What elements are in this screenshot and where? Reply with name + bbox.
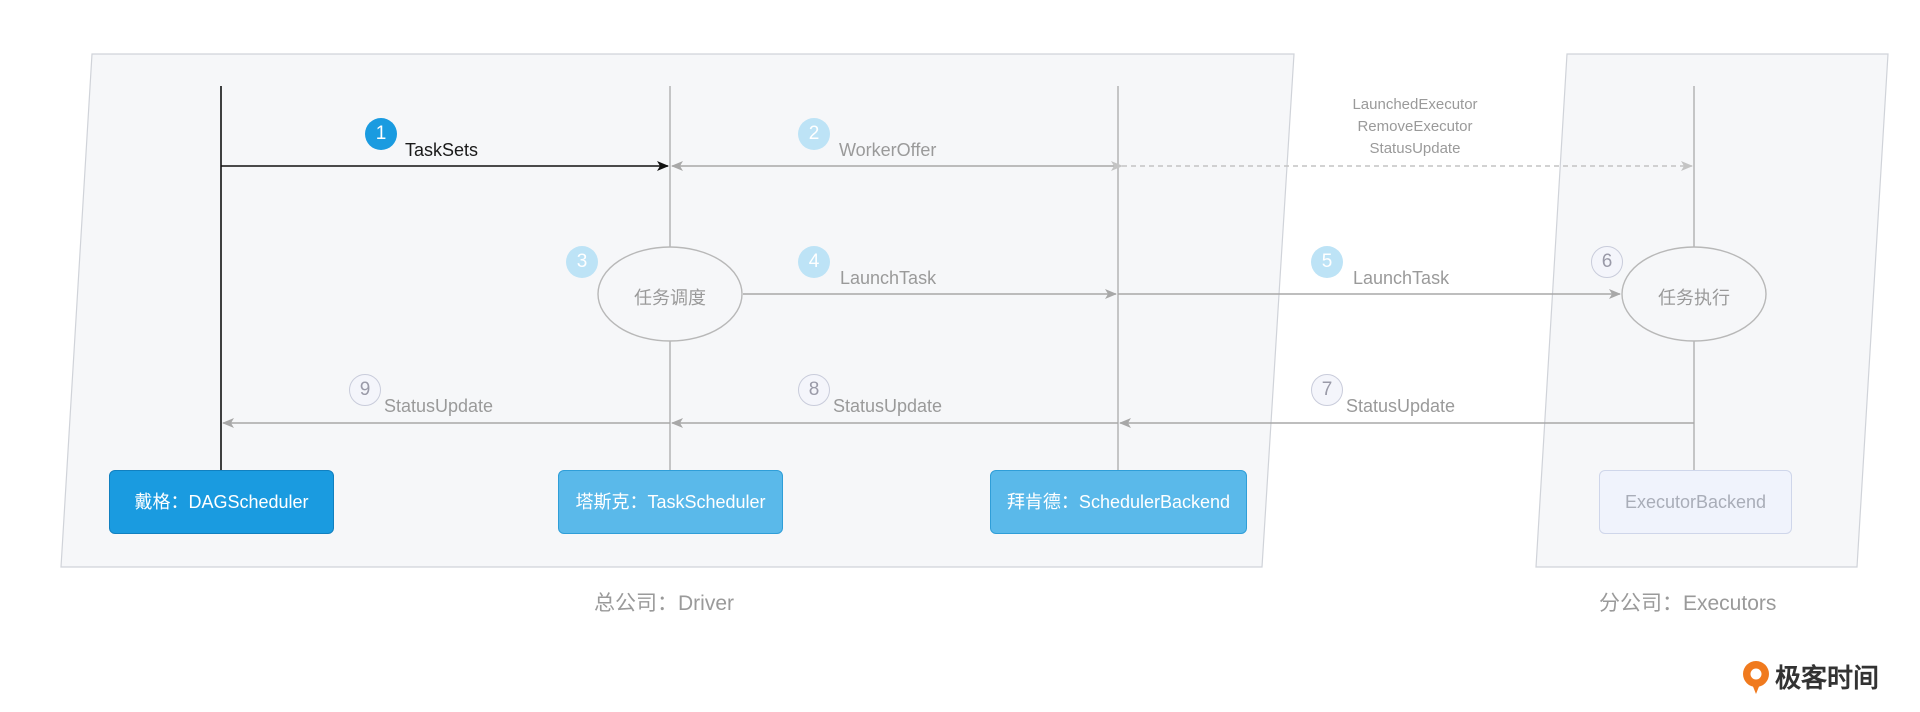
step-badge-2: 2: [798, 118, 830, 150]
status-update-label-a: StatusUpdate: [384, 396, 494, 416]
launched-executor-label: LaunchedExecutor: [1352, 96, 1478, 113]
geektime-logo-icon: [1743, 661, 1769, 694]
tasksets-label: TaskSets: [405, 140, 479, 160]
step-badge-3: 3: [566, 246, 598, 278]
driver-region-label: 总公司：Driver: [594, 592, 734, 615]
scheduling-ellipse: [597, 246, 743, 342]
step-badge-1: 1: [365, 118, 397, 150]
step-badge-4: 4: [798, 246, 830, 278]
remove-executor-label: RemoveExecutor: [1357, 118, 1473, 135]
executor-status-update-label: StatusUpdate: [1369, 140, 1461, 157]
geektime-logo-text: 极客时间: [1775, 663, 1880, 693]
status-update-label-b: StatusUpdate: [833, 396, 943, 416]
execution-label: 任务执行: [1658, 288, 1730, 308]
step-badge-7: 7: [1311, 374, 1343, 406]
task-scheduler-node: 塔斯克：TaskScheduler: [558, 470, 783, 534]
scheduler-backend-node: 拜肯德：SchedulerBackend: [990, 470, 1247, 534]
executor-backend-node: ExecutorBackend: [1599, 470, 1792, 534]
scheduling-label: 任务调度: [634, 288, 706, 308]
worker-offer-label: WorkerOffer: [839, 140, 937, 160]
executor-events-labels: LaunchedExecutor RemoveExecutor StatusUp…: [1345, 94, 1485, 160]
dag-scheduler-node: 戴格：DAGScheduler: [109, 470, 334, 534]
step-badge-5: 5: [1311, 246, 1343, 278]
executors-region-label: 分公司：Executors: [1599, 592, 1777, 615]
launch-task-label-b: LaunchTask: [1353, 268, 1450, 288]
status-update-label-c: StatusUpdate: [1346, 396, 1456, 416]
step-badge-6: 6: [1591, 246, 1623, 278]
execution-ellipse: [1621, 246, 1767, 342]
step-badge-9: 9: [349, 374, 381, 406]
launch-task-label-a: LaunchTask: [840, 268, 937, 288]
step-badge-8: 8: [798, 374, 830, 406]
